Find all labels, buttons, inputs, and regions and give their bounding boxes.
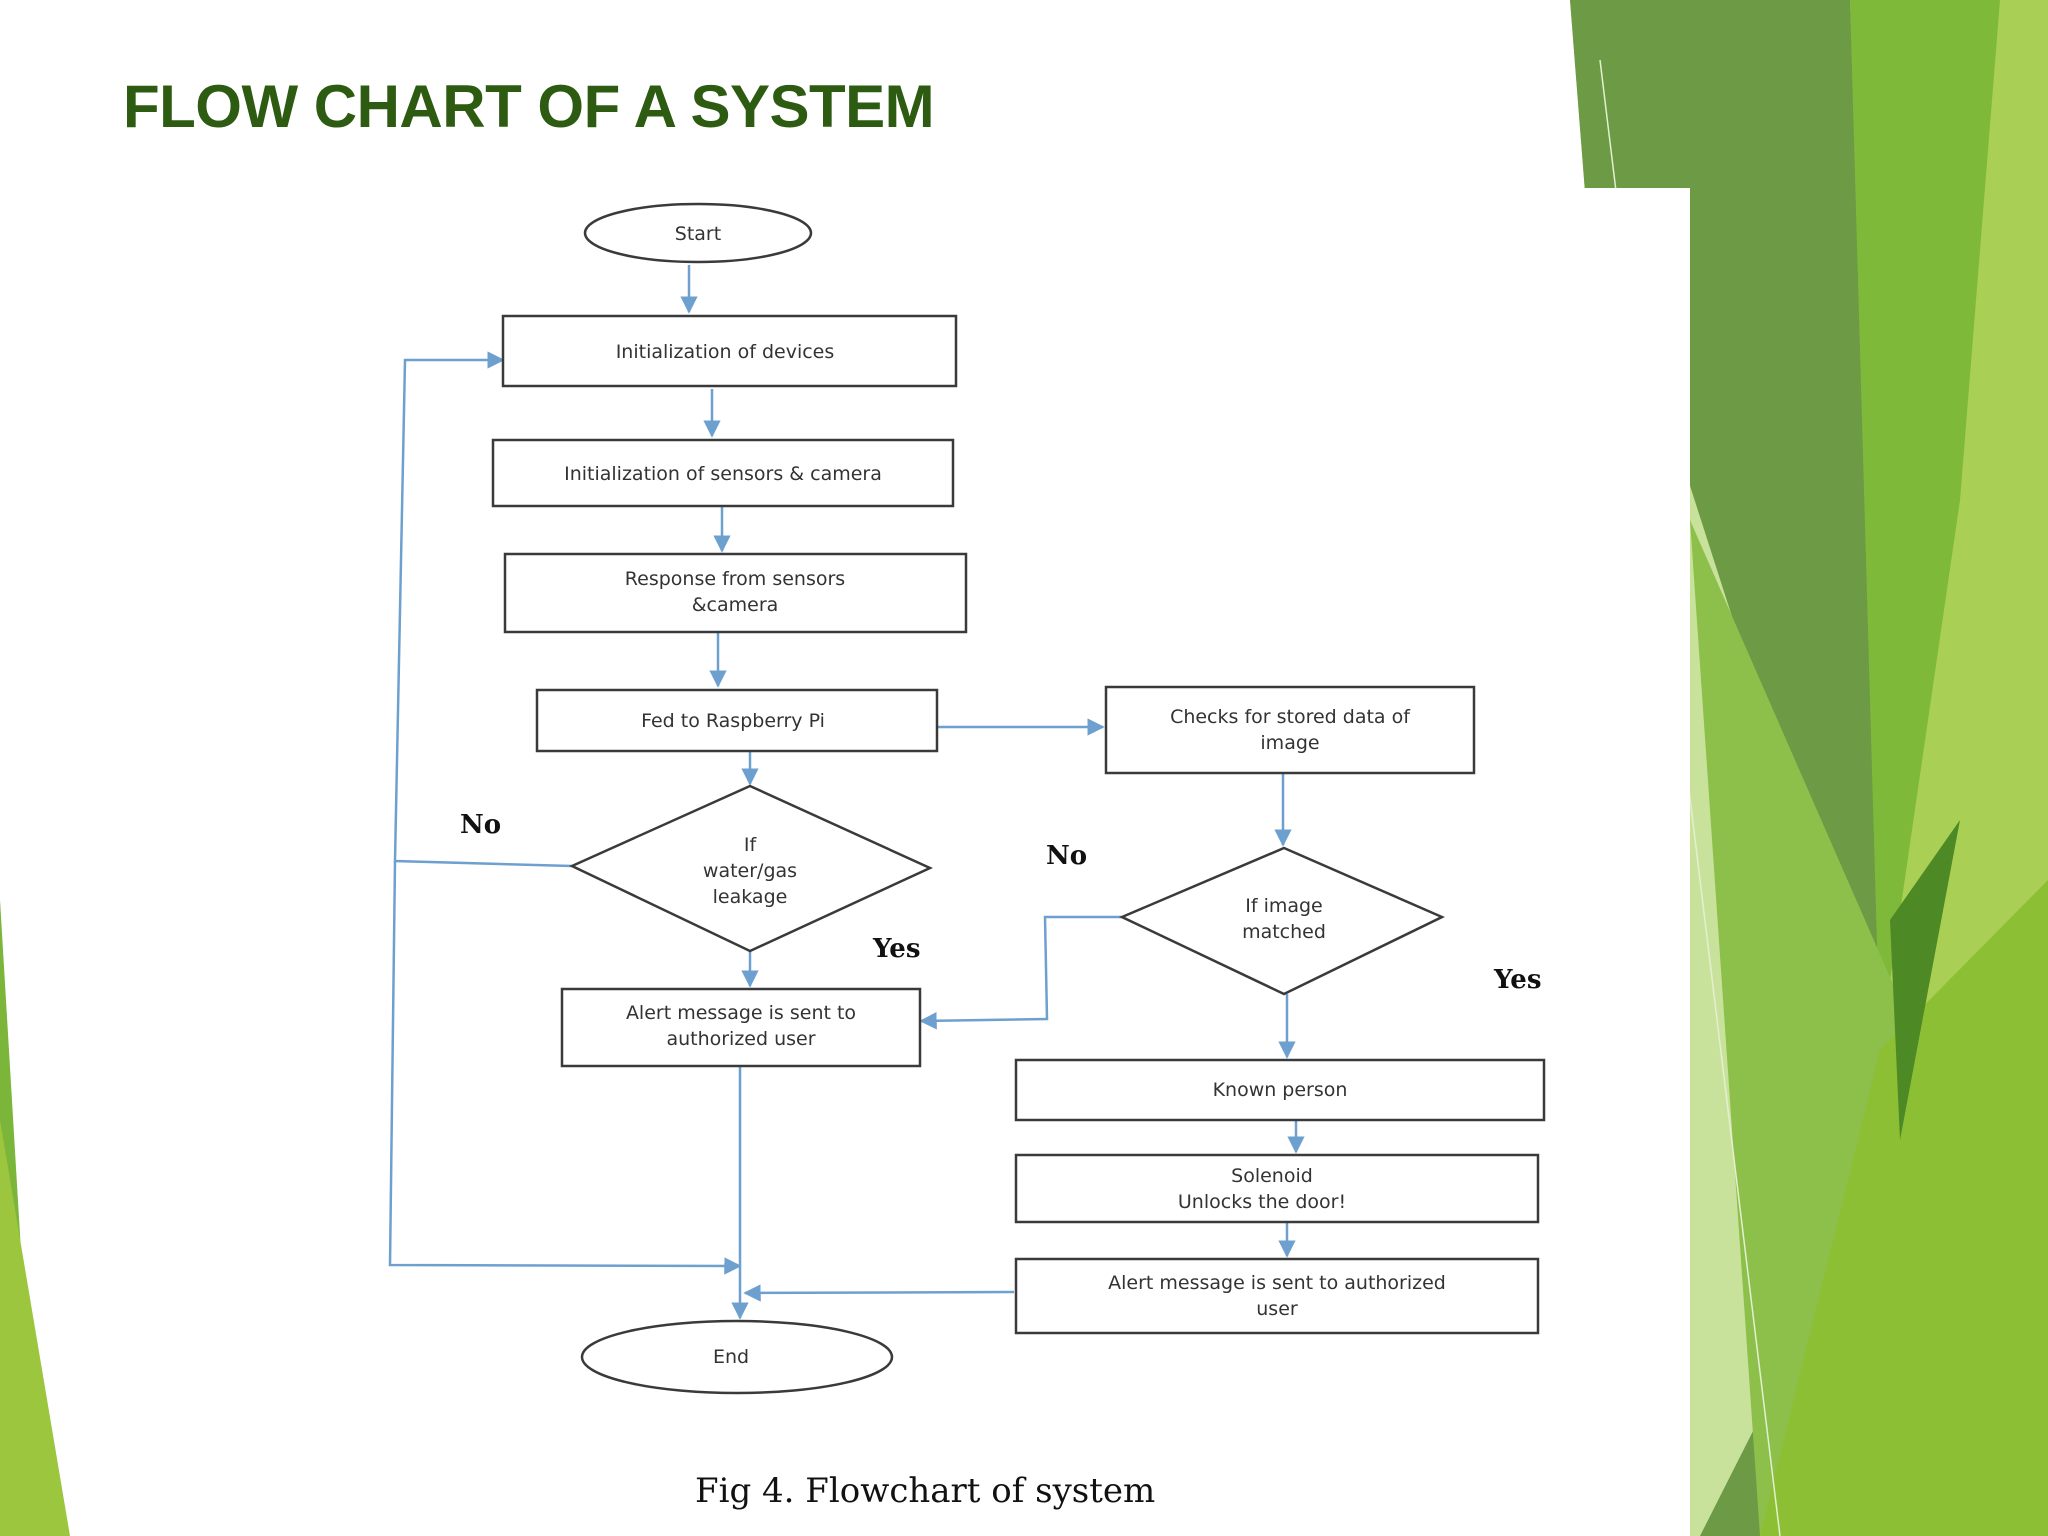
- node-if-matched: If image matched: [1118, 846, 1445, 996]
- branch-label-match-yes: Yes: [1493, 965, 1541, 995]
- node-end: End: [580, 1319, 894, 1395]
- branch-labels: No Yes No Yes: [460, 810, 1541, 995]
- node-known-person: Known person: [1014, 1058, 1546, 1122]
- node-fed-pi: Fed to Raspberry Pi: [535, 688, 939, 753]
- branch-label-leak-yes: Yes: [872, 934, 920, 964]
- edge-alert-right-to-end: [743, 1284, 1015, 1302]
- node-alert-left-label-line1: Alert message is sent to: [626, 1002, 856, 1024]
- node-start-label: Start: [675, 223, 721, 245]
- node-alert-left-label-line2: authorized user: [666, 1028, 815, 1050]
- node-check-stored-label-line2: image: [1260, 732, 1319, 754]
- node-solenoid-label-line2: Unlocks the door!: [1178, 1191, 1346, 1213]
- node-response-label-line1: Response from sensors: [625, 568, 845, 590]
- figure-caption: Fig 4. Flowchart of system: [695, 1471, 1155, 1511]
- node-end-label: End: [713, 1346, 749, 1368]
- node-if-leakage-label-line1: If: [744, 834, 758, 856]
- edge-if-matched-no-to-alert-left: [919, 915, 1122, 1030]
- branch-label-leak-no: No: [460, 810, 501, 840]
- node-response-label-line2: &camera: [692, 594, 779, 616]
- branch-label-match-no: No: [1046, 841, 1087, 871]
- node-if-matched-label-line1: If image: [1245, 895, 1323, 917]
- node-solenoid: Solenoid Unlocks the door!: [1014, 1153, 1540, 1224]
- edge-if-leakage-no-to-init-devices: [393, 351, 573, 868]
- flowchart-edges: [388, 265, 1305, 1320]
- node-init-devices: Initialization of devices: [501, 314, 958, 388]
- node-if-leakage-label-line2: water/gas: [703, 860, 797, 882]
- node-if-matched-label-line2: matched: [1242, 921, 1326, 943]
- node-if-leakage-label-line3: leakage: [713, 886, 788, 908]
- node-fed-pi-label: Fed to Raspberry Pi: [641, 710, 825, 732]
- slide-title: FLOW CHART OF A SYSTEM: [123, 73, 935, 140]
- node-alert-right: Alert message is sent to authorized user: [1014, 1257, 1540, 1335]
- flowchart-nodes: Start Initialization of devices Initiali…: [491, 202, 1546, 1395]
- green-decoration-left: [0, 900, 70, 1536]
- node-if-leakage: If water/gas leakage: [569, 784, 934, 953]
- node-alert-right-label-line2: user: [1256, 1298, 1298, 1320]
- node-start: Start: [583, 202, 813, 264]
- node-alert-left: Alert message is sent to authorized user: [560, 987, 922, 1068]
- node-alert-right-label-line1: Alert message is sent to authorized: [1108, 1272, 1446, 1294]
- node-init-sensors: Initialization of sensors & camera: [491, 438, 955, 508]
- node-known-person-label: Known person: [1213, 1079, 1348, 1101]
- node-solenoid-label-line1: Solenoid: [1231, 1165, 1313, 1187]
- node-check-stored-label-line1: Checks for stored data of: [1170, 706, 1411, 728]
- node-check-stored: Checks for stored data of image: [1104, 685, 1476, 775]
- node-response: Response from sensors &camera: [503, 552, 968, 634]
- node-init-sensors-label: Initialization of sensors & camera: [564, 463, 882, 485]
- node-init-devices-label: Initialization of devices: [616, 341, 835, 363]
- edge-init-devices-loop-to-end: [388, 860, 742, 1275]
